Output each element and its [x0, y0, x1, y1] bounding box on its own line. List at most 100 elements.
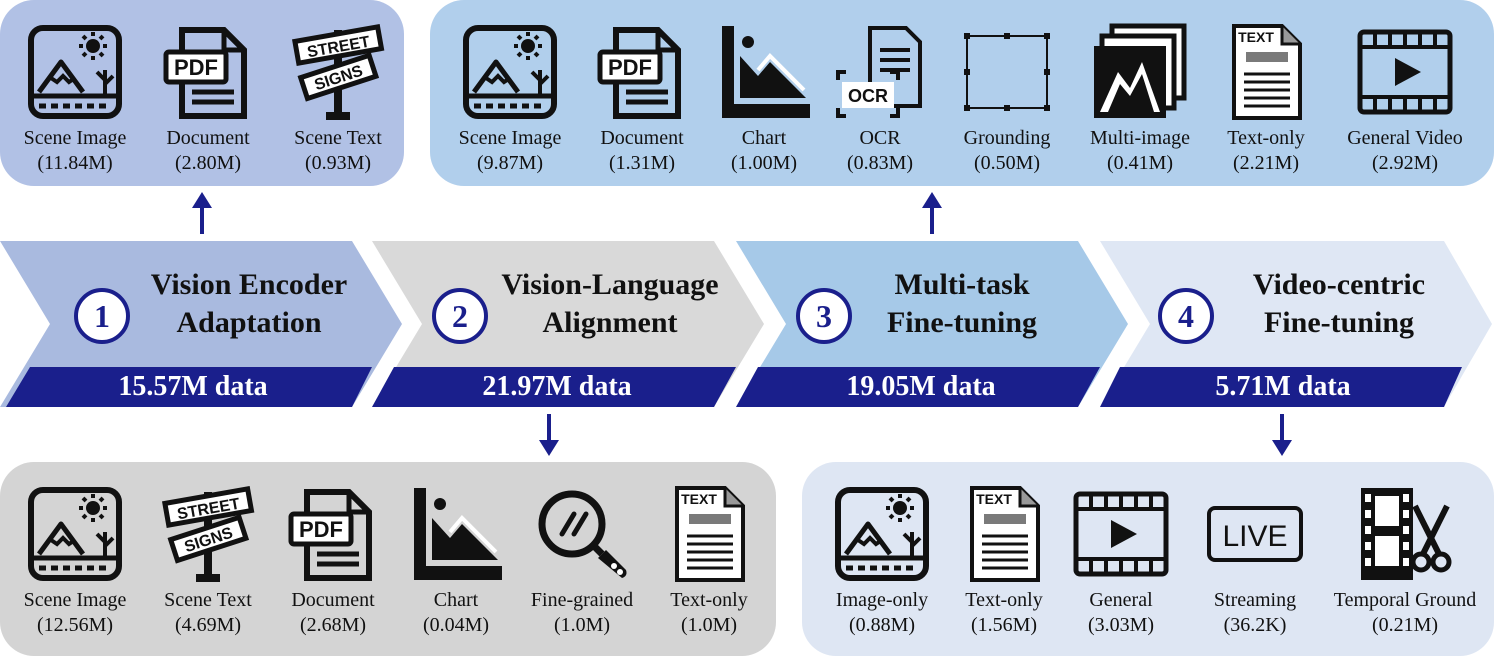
stage-4-data-bar: [1100, 367, 1462, 407]
live-icon: LIVE: [1207, 506, 1303, 562]
text-document-icon: TEXT: [1232, 24, 1302, 120]
item-value: (1.56M): [970, 614, 1038, 636]
stage2-item-fine-grained: Fine-grained (1.0M): [508, 484, 656, 638]
stage-2-data-box: [0, 462, 776, 656]
item-label: Scene Image: [23, 127, 127, 149]
item-value: (0.50M): [973, 152, 1041, 174]
stage-1-data-bar: [6, 367, 372, 407]
stage-1-chevron: [0, 241, 402, 407]
item-value: (1.0M): [553, 614, 611, 636]
stage2-item-text-only: TEXT Text-only (1.0M): [650, 484, 768, 638]
item-label: Chart: [433, 589, 479, 611]
stage-2-data-label: 21.97M data: [482, 371, 632, 402]
video-play-icon: [1355, 22, 1455, 122]
stage1-item-document: PDF Document (2.80M): [138, 22, 278, 176]
pdf-text: PDF: [299, 517, 343, 542]
scene-image-icon: [460, 22, 560, 122]
stage4-item-general: General (3.03M): [1062, 484, 1180, 638]
stage-1-title-line1: Vision Encoder: [150, 268, 348, 301]
stage3-item-chart: Chart (1.00M): [700, 22, 828, 176]
item-label: Fine-grained: [530, 589, 634, 611]
stage2-item-scene-image: Scene Image (12.56M): [2, 484, 148, 638]
item-value: (2.80M): [174, 152, 242, 174]
item-label: Text-only: [1227, 127, 1305, 149]
stage2-item-document: PDF Document (2.68M): [270, 484, 396, 638]
item-value: (0.83M): [846, 152, 914, 174]
stage3-item-general-video: General Video (2.92M): [1328, 22, 1482, 176]
stage-4-chevron: [1100, 241, 1492, 407]
stage-3-number: 3: [796, 288, 852, 344]
stage-4-title-line1: Video-centric: [1252, 268, 1426, 301]
item-value: (1.0M): [680, 614, 738, 636]
ocr-text: OCR: [848, 86, 888, 106]
film-cut-icon: [1355, 484, 1455, 584]
stage-4-data-label: 5.71M data: [1215, 371, 1351, 402]
stage-1-data-label: 15.57M data: [118, 371, 268, 402]
stage1-item-scene-text: STREET SIGNS Scene Text (0.93M): [270, 22, 406, 176]
stage4-item-temporal-ground: Temporal Ground (0.21M): [1318, 484, 1492, 638]
stage-1-title: Vision Encoder Adaptation: [118, 266, 380, 342]
magnifier-icon: [532, 484, 632, 584]
text-document-icon: TEXT: [675, 486, 745, 582]
item-value: (0.93M): [304, 152, 372, 174]
item-label: Scene Image: [458, 127, 562, 149]
item-label: Scene Text: [164, 589, 252, 611]
multi-image-icon: [1090, 22, 1190, 122]
chart-icon: [714, 22, 814, 122]
item-value: (0.41M): [1106, 152, 1174, 174]
item-value: (12.56M): [36, 614, 114, 636]
stage-3-data-bar: [736, 367, 1100, 407]
item-label: General: [1089, 589, 1153, 611]
stage3-item-multi-image: Multi-image (0.41M): [1072, 22, 1208, 176]
stage-2-title-line1: Vision-Language: [501, 268, 719, 301]
item-label: Multi-image: [1090, 127, 1190, 149]
item-label: Grounding: [963, 127, 1051, 149]
arrow-stage1-up: [200, 204, 204, 234]
item-label: Document: [291, 589, 375, 611]
item-label: Text-only: [965, 589, 1043, 611]
stage-4-number: 4: [1158, 288, 1214, 344]
item-label: Text-only: [670, 589, 748, 611]
stage-2-data-bar: [372, 367, 736, 407]
item-value: (1.00M): [730, 152, 798, 174]
item-label: Image-only: [835, 589, 929, 611]
stage4-item-text-only: TEXT Text-only (1.56M): [944, 484, 1064, 638]
chart-icon: [406, 484, 506, 584]
stage2-item-chart: Chart (0.04M): [396, 484, 516, 638]
stage3-item-document: PDF Document (1.31M): [572, 22, 712, 176]
ocr-icon: OCR: [836, 26, 922, 118]
item-label: Document: [600, 127, 684, 149]
stage2-item-scene-text: STREET SIGNS Scene Text (4.69M): [142, 484, 274, 638]
stage4-item-streaming: LIVE Streaming (36.2K): [1190, 484, 1320, 638]
arrow-stage3-up-head: [922, 192, 942, 208]
stage-3-title-line1: Multi-task: [894, 268, 1030, 301]
text-label: TEXT: [681, 491, 717, 507]
stage-4-title-line2: Fine-tuning: [1263, 306, 1415, 339]
stage-3-title-line2: Fine-tuning: [886, 306, 1038, 339]
video-play-icon: [1071, 484, 1171, 584]
arrow-stage4-down-head: [1272, 440, 1292, 456]
stage-3-chevron: [736, 241, 1128, 407]
item-value: (0.04M): [422, 614, 490, 636]
grounding-box-icon: [957, 22, 1057, 122]
scene-image-icon: [25, 22, 125, 122]
stage3-item-ocr: OCR OCR (0.83M): [820, 22, 940, 176]
pdf-text: PDF: [608, 55, 652, 80]
item-value: (9.87M): [476, 152, 544, 174]
street-signs-icon: STREET SIGNS: [162, 485, 255, 582]
pdf-document-icon: PDF: [288, 489, 372, 581]
pdf-document-icon: PDF: [597, 27, 681, 119]
item-value: (1.31M): [608, 152, 676, 174]
arrow-stage2-down: [547, 414, 551, 444]
arrow-stage4-down: [1280, 414, 1284, 444]
stage3-item-grounding: Grounding (0.50M): [942, 22, 1072, 176]
live-text: LIVE: [1222, 520, 1287, 553]
stage-2-chevron: [372, 241, 764, 407]
pdf-text: PDF: [174, 55, 218, 80]
item-value: (0.88M): [848, 614, 916, 636]
item-label: Scene Image: [23, 589, 127, 611]
text-document-icon: TEXT: [970, 486, 1040, 582]
street-signs-icon: STREET SIGNS: [292, 23, 385, 120]
item-value: (0.21M): [1371, 614, 1439, 636]
